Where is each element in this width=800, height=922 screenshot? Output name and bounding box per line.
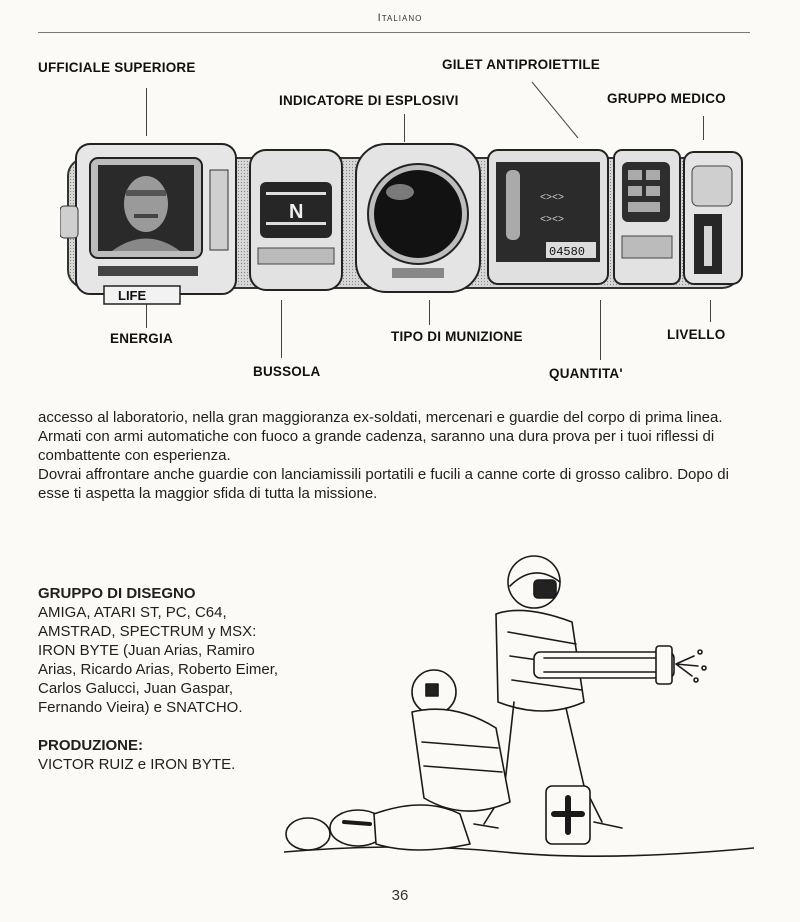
- callout-tipo-munizione: TIPO DI MUNIZIONE: [391, 329, 523, 344]
- page-header: Italiano: [377, 12, 423, 24]
- ammo-module: <><> <><> 04580: [487, 149, 609, 285]
- design-heading: GRUPPO DI DISEGNO: [38, 585, 196, 602]
- soldiers-illustration: [284, 555, 754, 857]
- svg-text:<><>: <><>: [540, 193, 564, 204]
- leader-quantita: [600, 300, 601, 360]
- officer-monitor: [60, 143, 237, 295]
- platforms-text: AMIGA, ATARI ST, PC, C64, AMSTRAD, SPECT…: [38, 604, 257, 640]
- life-bar: LIFE: [103, 285, 181, 305]
- callout-gilet-antiproiettile: GILET ANTIPROIETTILE: [442, 57, 600, 72]
- leader-ufficiale: [146, 88, 147, 136]
- leader-energia: [146, 302, 147, 328]
- design-team-text: IRON BYTE (Juan Arias, Ramiro Arias, Ric…: [38, 642, 279, 716]
- callout-ufficiale-superiore: UFFICIALE SUPERIORE: [38, 60, 196, 75]
- level-module: [683, 151, 743, 285]
- compass-module: N: [249, 149, 343, 291]
- body-text: accesso al laboratorio, nella gran maggi…: [38, 408, 763, 503]
- leader-bussola: [281, 300, 282, 358]
- credits: GRUPPO DI DISEGNO AMIGA, ATARI ST, PC, C…: [38, 584, 293, 774]
- callout-bussola: BUSSOLA: [253, 364, 321, 379]
- production-team-text: VICTOR RUIZ e IRON BYTE.: [38, 756, 236, 773]
- svg-text:04580: 04580: [549, 245, 585, 259]
- leader-esplosivi: [404, 114, 405, 142]
- leader-munizione: [429, 300, 430, 325]
- callout-energia: ENERGIA: [110, 331, 173, 346]
- hud-panel: LIFE N <><> <><> 04580: [60, 143, 743, 305]
- leader-medico: [703, 116, 704, 140]
- callout-gruppo-medico: GRUPPO MEDICO: [607, 91, 726, 106]
- production-heading: PRODUZIONE:: [38, 737, 143, 754]
- explosives-dome: [355, 143, 481, 293]
- leader-livello: [710, 300, 711, 322]
- page-number: 36: [391, 887, 409, 904]
- svg-text:<><>: <><>: [540, 215, 564, 226]
- leader-gilet: [531, 81, 579, 139]
- body-paragraph: Dovrai affrontare anche guardie con lanc…: [38, 466, 729, 502]
- callout-livello: LIVELLO: [667, 327, 726, 342]
- callout-quantita: QUANTITA': [549, 366, 623, 381]
- body-paragraph: Armati con armi automatiche con fuoco a …: [38, 428, 715, 464]
- svg-text:N: N: [289, 201, 303, 223]
- medic-module: [613, 149, 681, 285]
- callout-indicatore-esplosivi: INDICATORE DI ESPLOSIVI: [279, 93, 459, 108]
- svg-text:LIFE: LIFE: [118, 288, 146, 303]
- body-paragraph: accesso al laboratorio, nella gran maggi…: [38, 409, 723, 426]
- header-divider: [38, 32, 750, 33]
